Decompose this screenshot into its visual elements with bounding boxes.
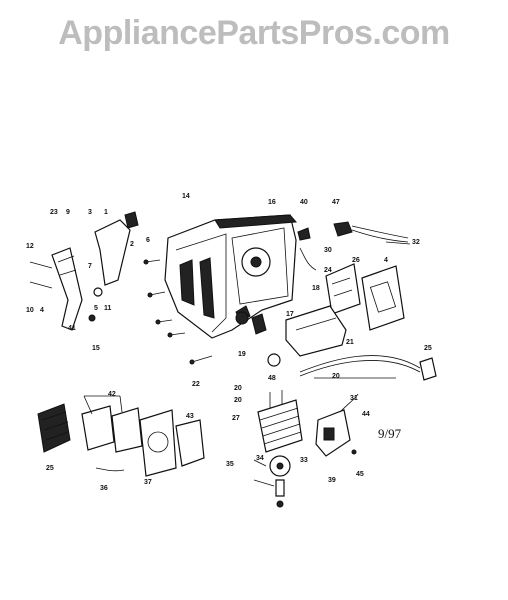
- label: 39: [328, 477, 336, 484]
- label: 30: [324, 247, 332, 254]
- label: 11: [104, 305, 112, 312]
- label: 14: [182, 193, 190, 200]
- label: 25: [46, 465, 54, 472]
- label: 26: [352, 257, 360, 264]
- bracket-assembly: [29, 211, 139, 331]
- label: 7: [88, 263, 92, 270]
- label: 22: [192, 381, 200, 388]
- label: 27: [232, 415, 240, 422]
- label: 33: [300, 457, 308, 464]
- label: 18: [312, 285, 320, 292]
- label: 20: [234, 397, 242, 404]
- date-code: 9/97: [378, 426, 402, 441]
- label: 34: [256, 455, 264, 462]
- label: 16: [268, 199, 276, 206]
- label: 15: [92, 345, 100, 352]
- cylinder: [257, 390, 303, 508]
- label: 37: [144, 479, 152, 486]
- part-labels: 23 9 3 1 2 6 12 7 10 4 5 11 41 15 14 16 …: [26, 193, 432, 492]
- carburetor: [325, 263, 405, 331]
- label: 31: [350, 395, 358, 402]
- label: 20: [332, 373, 340, 380]
- label: 1: [104, 209, 108, 216]
- label: 3: [88, 209, 92, 216]
- air-filter: [235, 305, 347, 357]
- label: 42: [108, 391, 116, 398]
- label: 40: [300, 199, 308, 206]
- label: 45: [356, 471, 364, 478]
- label: 10: [26, 307, 34, 314]
- label: 24: [324, 267, 332, 274]
- label: 20: [234, 385, 242, 392]
- label: 2: [130, 241, 134, 248]
- label: 9: [66, 209, 70, 216]
- label: 4: [40, 307, 44, 314]
- label: 43: [186, 413, 194, 420]
- watermark-logo: AppliancePartsPros.com: [58, 14, 450, 52]
- fuel-line: [267, 353, 437, 381]
- label: 47: [332, 199, 340, 206]
- label: 41: [68, 325, 76, 332]
- label: 48: [268, 375, 276, 382]
- starter-assembly: [37, 403, 205, 477]
- engine-shroud: [164, 214, 298, 339]
- label: 6: [146, 237, 150, 244]
- label: 35: [226, 461, 234, 468]
- label: 21: [346, 339, 354, 346]
- label: 4: [384, 257, 388, 264]
- leader-lines: [83, 241, 411, 487]
- fuel-lines: [297, 221, 409, 271]
- label: 5: [94, 305, 98, 312]
- label: 12: [26, 243, 34, 250]
- ignition-module: [315, 393, 359, 457]
- label: 32: [412, 239, 420, 246]
- label: 19: [238, 351, 246, 358]
- label: 23: [50, 209, 58, 216]
- label: 44: [362, 411, 370, 418]
- label: 25: [424, 345, 432, 352]
- label: 17: [286, 311, 294, 318]
- label: 36: [100, 485, 108, 492]
